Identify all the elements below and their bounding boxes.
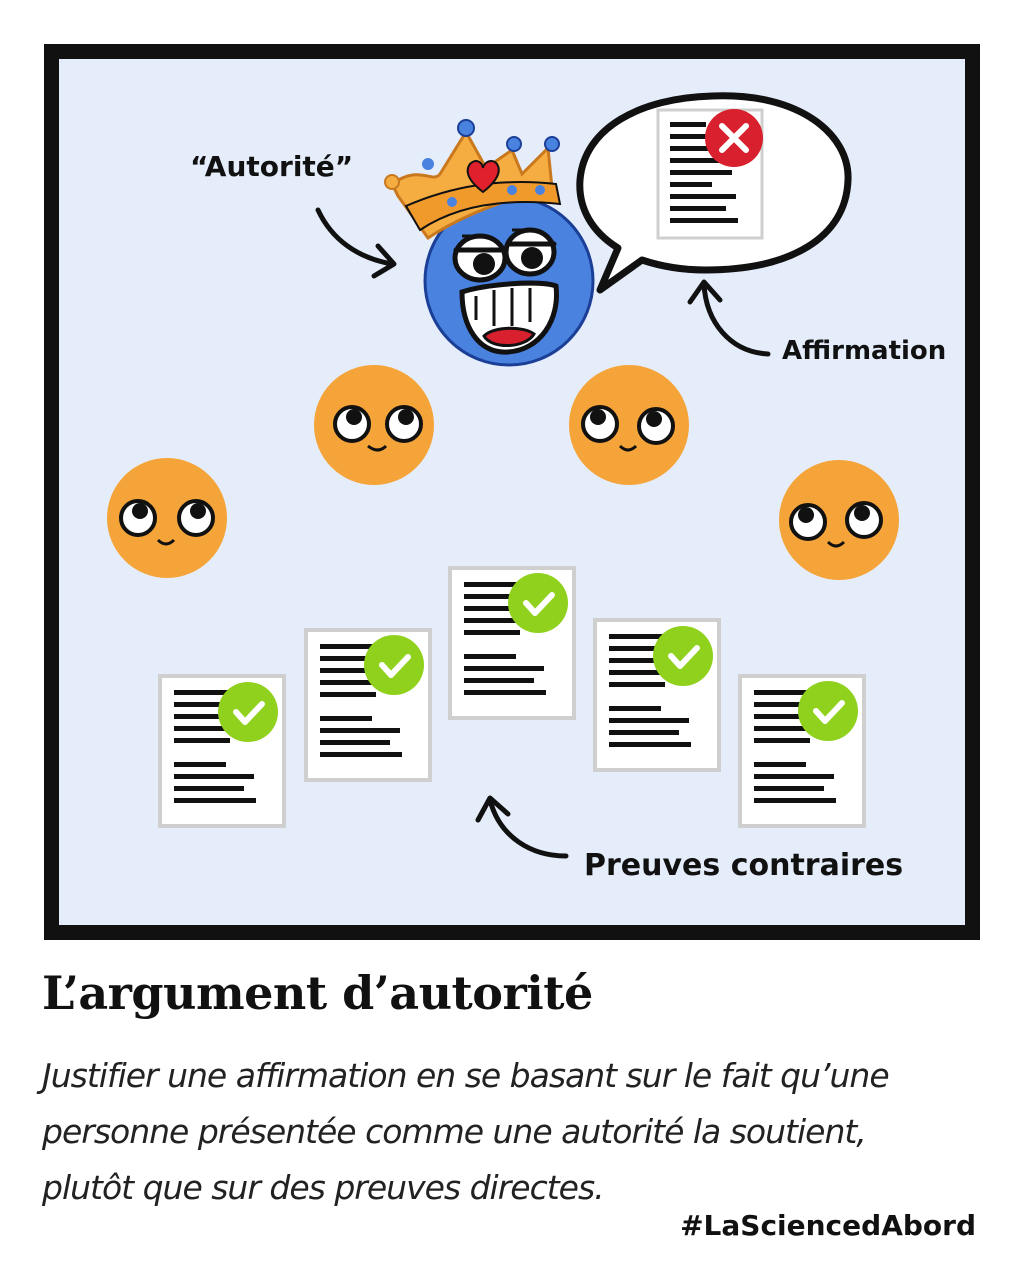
authority-character — [423, 195, 595, 367]
page-title: L’argument d’autorité — [42, 966, 593, 1020]
follower-face — [107, 458, 227, 578]
authority-label: “Autorité” — [190, 150, 354, 183]
description: Justifier une affirmation en se basant s… — [42, 1048, 982, 1216]
evidence-document-icon — [593, 618, 721, 772]
description-line: personne présentée comme une autorité la… — [42, 1112, 867, 1151]
evidence-document-icon — [304, 628, 432, 782]
evidence-document-icon — [448, 566, 576, 720]
follower-face — [779, 460, 899, 580]
arrow-icon — [475, 795, 569, 859]
description-line: Justifier une affirmation en se basant s… — [42, 1056, 890, 1095]
cross-icon — [705, 109, 763, 167]
arrow-icon — [315, 207, 397, 279]
arrow-icon — [687, 279, 771, 357]
evidence-document-icon — [158, 674, 286, 828]
crown-icon — [384, 119, 562, 241]
follower-face — [314, 365, 434, 485]
illustration-scene — [107, 92, 899, 859]
description-line: plutôt que sur des preuves directes. — [42, 1168, 605, 1207]
evidence-label: Preuves contraires — [584, 848, 904, 883]
evidence-document-icon — [738, 674, 866, 828]
heart-icon — [466, 160, 500, 194]
claim-label: Affirmation — [782, 336, 947, 366]
hashtag: #LaSciencedAbord — [680, 1209, 976, 1242]
follower-face — [569, 365, 689, 485]
